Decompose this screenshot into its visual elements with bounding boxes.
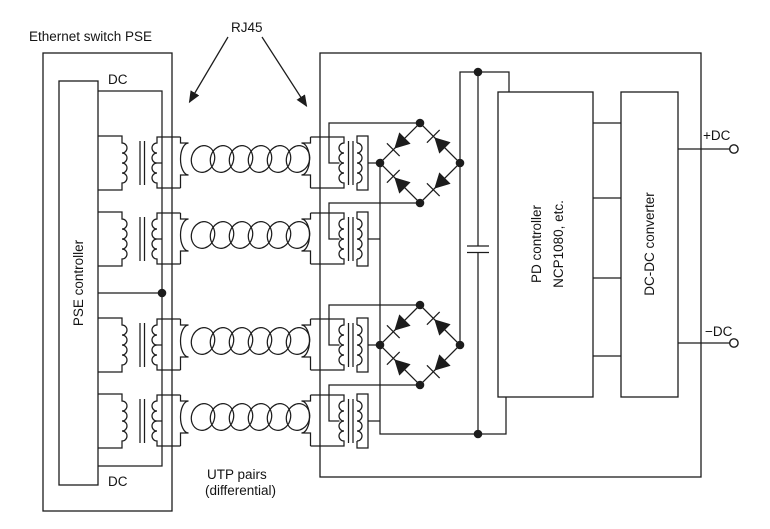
pse-controller-box <box>58 80 99 486</box>
junction-dot <box>415 118 425 128</box>
pse-transformer <box>98 135 181 191</box>
rj45-jack-left <box>179 319 189 370</box>
plus-dc-terminal <box>729 144 739 154</box>
rj45-label: RJ45 <box>231 20 263 35</box>
junction-dot <box>455 158 465 168</box>
junction-dot <box>415 300 425 310</box>
powered-device-box <box>319 52 702 478</box>
pd-controller-box <box>497 91 594 398</box>
diode-icon <box>426 354 451 379</box>
diode-icon <box>386 314 411 339</box>
pse-controller-label: PSE controller <box>71 239 86 326</box>
dcdc-converter-box <box>620 91 679 398</box>
dc-bottom-label: DC <box>108 474 128 489</box>
dcdc-converter-label: DC-DC converter <box>642 192 657 296</box>
diode-icon <box>386 169 411 194</box>
utp-differential-label: (differential) <box>205 483 276 498</box>
rj45-jack-left <box>179 213 189 264</box>
rj45-arrow-left <box>188 36 229 104</box>
dc-top-label: DC <box>108 72 128 87</box>
diode-icon <box>386 132 411 157</box>
plus-dc-label: +DC <box>703 128 731 143</box>
wiring <box>98 71 621 467</box>
diode-icon <box>426 311 451 336</box>
junction-dot <box>157 288 167 298</box>
transformer-rows <box>98 135 380 449</box>
minus-dc-terminal <box>729 338 739 348</box>
diode-bridges <box>379 122 461 386</box>
rj45-jack-right <box>301 137 312 188</box>
rj45-arrow-right <box>261 36 308 108</box>
pd-transformer <box>310 135 380 191</box>
diagram-title: Ethernet switch PSE <box>29 29 152 44</box>
diode-bridge <box>379 304 461 386</box>
utp-twisted-pair-cable <box>179 400 311 434</box>
junction-dot <box>415 380 425 390</box>
junction-dot <box>415 198 425 208</box>
pse-transformer <box>98 211 181 267</box>
rj45-jack-right <box>301 395 312 446</box>
pd-transformer <box>310 317 380 373</box>
rj45-jack-left <box>179 137 189 188</box>
rj45-jack-right <box>301 319 312 370</box>
utp-twisted-pair-cable <box>179 142 311 176</box>
junction-dot <box>473 67 483 77</box>
junction-dot <box>375 158 385 168</box>
pd-controller-label-line2: NCP1080, etc. <box>551 200 566 288</box>
pd-transformer <box>310 393 380 449</box>
pse-transformer <box>98 317 181 373</box>
rj45-jack-left <box>179 395 189 446</box>
diode-icon <box>426 129 451 154</box>
junction-dot <box>473 429 483 439</box>
diode-bridge <box>379 122 461 204</box>
utp-pairs-label: UTP pairs <box>207 467 267 482</box>
junction-dots <box>157 67 483 439</box>
pd-controller-label-line1: PD controller <box>529 204 544 283</box>
pd-transformer <box>310 211 380 267</box>
rj45-jack-right <box>301 213 312 264</box>
utp-twisted-pair-cable <box>179 324 311 358</box>
utp-twisted-pair-cable <box>179 218 311 252</box>
junction-dot <box>375 340 385 350</box>
minus-dc-label: −DC <box>705 324 733 339</box>
diode-icon <box>426 172 451 197</box>
diode-icon <box>386 351 411 376</box>
pse-transformer <box>98 393 181 449</box>
ethernet-switch-pse-box <box>42 52 173 512</box>
junction-dot <box>455 340 465 350</box>
